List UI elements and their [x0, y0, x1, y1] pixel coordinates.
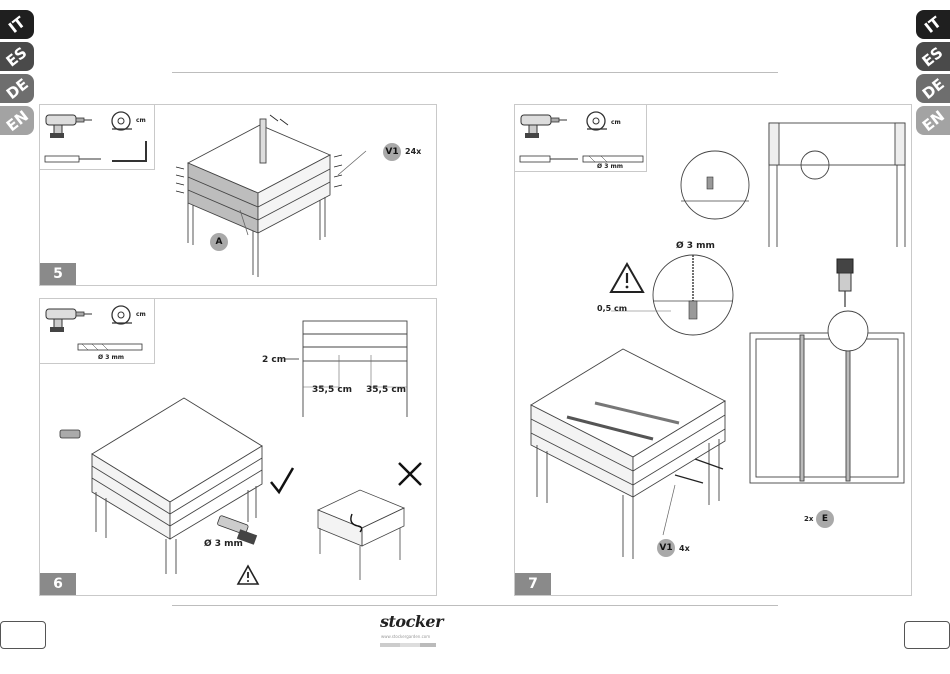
brand-url: www.stockergarden.com — [381, 634, 430, 639]
bit-size-label: Ø 3 mm — [98, 354, 124, 361]
step-7-illustration — [527, 345, 737, 565]
step-5-illustration — [180, 115, 370, 280]
incorrect-illustration — [312, 484, 412, 584]
page-number-box-right — [904, 621, 950, 649]
screwdriver-icon — [520, 155, 578, 163]
spacing-left-label: 35,5 cm — [312, 385, 352, 395]
screwdriver-icon — [45, 155, 101, 163]
depth-detail — [651, 253, 735, 337]
warning-icon — [237, 565, 259, 585]
drill-icon — [519, 111, 569, 139]
drill-icon — [44, 305, 94, 333]
tape-measure-icon — [110, 303, 134, 327]
frame-top-view — [748, 305, 908, 487]
language-tab-it[interactable]: IT — [0, 10, 34, 39]
tape-unit-label: cm — [136, 311, 146, 318]
language-tab-de[interactable]: DE — [916, 74, 950, 103]
screw-badge-v1: V1 — [383, 143, 401, 161]
drill-size-label: Ø 3 mm — [676, 241, 715, 251]
drill-size-label: Ø 3 mm — [204, 539, 243, 549]
brand-logo: stocker — [380, 612, 443, 631]
drill-icon — [831, 257, 859, 307]
language-tab-es[interactable]: ES — [0, 42, 34, 71]
tape-unit-label: cm — [611, 119, 621, 126]
spacing-right-label: 35,5 cm — [366, 385, 406, 395]
bit-size-label: Ø 3 mm — [597, 163, 623, 170]
check-icon — [269, 466, 295, 494]
drill-bit-icon — [583, 155, 645, 163]
step-number: 7 — [515, 573, 551, 595]
drill-bit-icon — [78, 343, 144, 351]
step-number: 5 — [40, 263, 76, 285]
language-tab-es[interactable]: ES — [916, 42, 950, 71]
step-6-illustration — [60, 394, 290, 584]
panel-dimension-diagram — [285, 317, 415, 422]
depth-label: 0,5 cm — [597, 304, 627, 313]
detail-magnifier — [679, 149, 751, 221]
language-tab-it[interactable]: IT — [916, 10, 950, 39]
tape-measure-icon — [585, 109, 609, 133]
language-tab-en[interactable]: EN — [916, 106, 950, 135]
top-rule — [172, 72, 778, 73]
language-tab-en[interactable]: EN — [0, 106, 34, 135]
part-badge-e: E — [816, 510, 834, 528]
screw-qty: 4x — [679, 544, 690, 553]
warning-icon — [610, 263, 644, 293]
square-icon — [112, 141, 148, 163]
brand-stripe — [380, 643, 436, 647]
frame-front-view — [765, 121, 910, 251]
language-tab-de[interactable]: DE — [0, 74, 34, 103]
step-7-panel: cm Ø 3 mm Ø 3 mm 0,5 — [514, 104, 912, 596]
page-number-box-left — [0, 621, 46, 649]
tape-measure-icon — [110, 109, 134, 133]
part-badge-a: A — [210, 233, 228, 251]
screw-badge-v1: V1 — [657, 539, 675, 557]
part-qty: 2x — [804, 515, 813, 523]
offset-label: 2 cm — [262, 355, 286, 365]
screw-qty: 24x — [405, 147, 421, 156]
step-5-panel: cm V1 24x A 5 — [39, 104, 437, 286]
step-6-panel: cm Ø 3 mm 2 cm 35,5 cm 35,5 cm — [39, 298, 437, 596]
bottom-rule — [172, 605, 778, 606]
step-number: 6 — [40, 573, 76, 595]
tape-unit-label: cm — [136, 117, 146, 124]
drill-icon — [44, 111, 94, 139]
